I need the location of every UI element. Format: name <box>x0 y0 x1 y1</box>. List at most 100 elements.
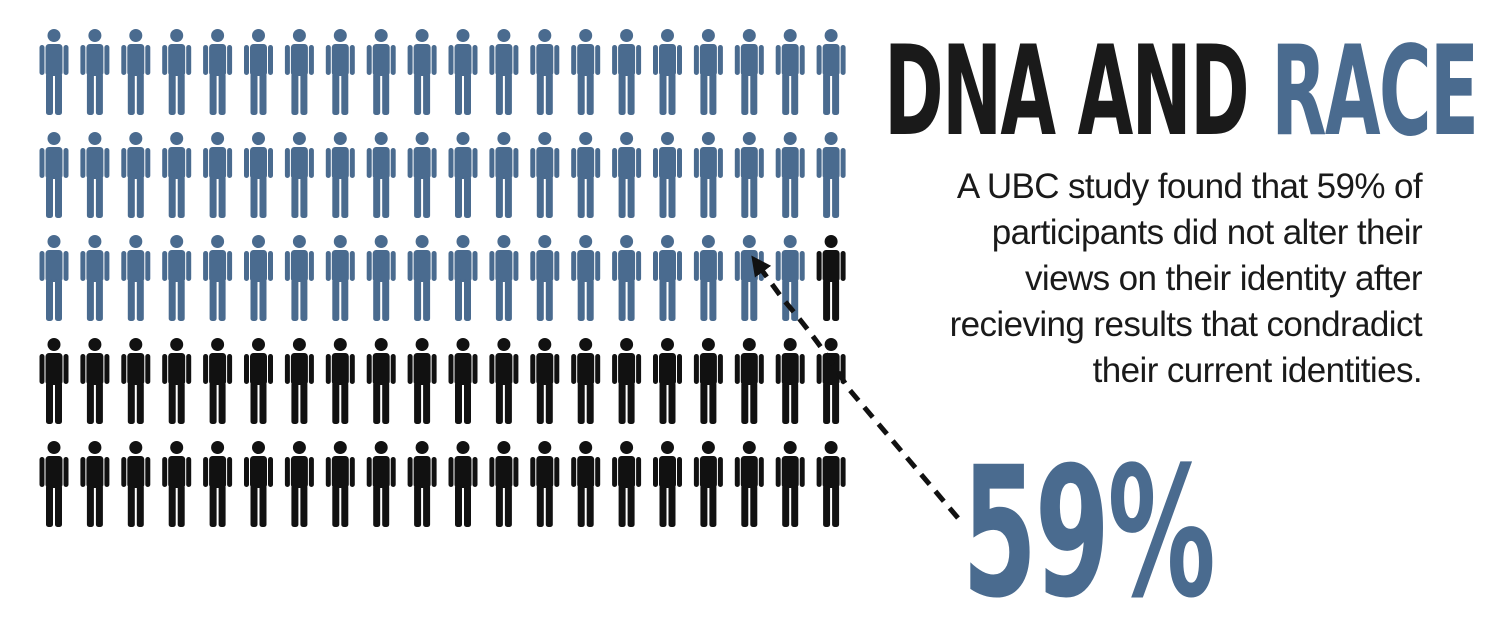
person-icon <box>489 235 519 321</box>
person-icon <box>693 441 723 527</box>
person-icon <box>80 235 110 321</box>
person-icon <box>530 235 560 321</box>
person-icon <box>734 441 764 527</box>
person-icon <box>489 338 519 424</box>
person-icon <box>244 132 273 218</box>
person-icon <box>407 441 437 527</box>
person-icon <box>366 338 396 424</box>
person-icon <box>80 338 110 424</box>
person-icon <box>80 441 110 527</box>
person-icon <box>325 235 355 321</box>
person-icon <box>448 441 478 527</box>
person-icon <box>530 132 560 218</box>
person-icon <box>244 338 273 424</box>
person-icon <box>653 29 682 115</box>
person-icon <box>571 338 601 424</box>
person-icon <box>407 29 437 115</box>
person-icon <box>489 29 519 115</box>
person-icon <box>530 29 560 115</box>
person-icon <box>162 132 192 218</box>
person-icon <box>121 338 151 424</box>
person-icon <box>734 29 764 115</box>
person-icon <box>816 441 846 527</box>
person-icon <box>448 338 478 424</box>
person-icon <box>407 338 437 424</box>
person-icon <box>489 441 519 527</box>
person-icon <box>816 235 846 321</box>
person-icon <box>530 441 560 527</box>
person-icon <box>448 29 478 115</box>
person-icon <box>203 441 233 527</box>
person-icon <box>121 132 151 218</box>
person-icon <box>775 338 805 424</box>
person-icon <box>571 132 601 218</box>
page-title: DNA AND RACE <box>884 30 1479 154</box>
person-icon <box>407 235 437 321</box>
person-icon <box>571 29 601 115</box>
person-icon <box>162 338 192 424</box>
person-icon <box>203 29 233 115</box>
person-icon <box>816 132 846 218</box>
person-icon <box>366 29 396 115</box>
person-icon <box>816 29 846 115</box>
person-icon <box>162 29 192 115</box>
person-icon <box>448 235 478 321</box>
person-icon <box>244 235 273 321</box>
person-icon <box>816 338 846 424</box>
person-icon <box>284 235 314 321</box>
person-icon <box>366 235 396 321</box>
person-icon <box>448 132 478 218</box>
annotation-arrow <box>751 255 960 520</box>
person-icon <box>612 235 642 321</box>
person-icon <box>39 235 69 321</box>
person-icon <box>39 132 69 218</box>
person-icon <box>80 29 110 115</box>
person-icon <box>284 29 314 115</box>
person-icon <box>489 132 519 218</box>
person-icon <box>734 235 764 321</box>
person-icon <box>121 235 151 321</box>
person-icon <box>121 441 151 527</box>
person-icon <box>325 132 355 218</box>
person-icon <box>530 338 560 424</box>
person-icon <box>775 132 805 218</box>
person-icon <box>39 441 69 527</box>
person-icon <box>366 441 396 527</box>
person-icon <box>775 29 805 115</box>
person-icon <box>612 132 642 218</box>
person-icon <box>693 235 723 321</box>
person-icon <box>734 338 764 424</box>
person-icon <box>366 132 396 218</box>
title-part-race: RACE <box>1271 20 1479 164</box>
person-icon <box>284 441 314 527</box>
person-icon <box>653 338 682 424</box>
person-icon <box>693 29 723 115</box>
big-percentage: 59% <box>962 429 1216 638</box>
person-icon <box>203 132 233 218</box>
person-icon <box>162 235 192 321</box>
person-icon <box>612 29 642 115</box>
person-icon <box>325 338 355 424</box>
person-icon <box>571 441 601 527</box>
person-icon <box>693 338 723 424</box>
person-icon <box>244 29 273 115</box>
person-icon <box>653 441 682 527</box>
person-icon <box>653 132 682 218</box>
person-icon <box>203 338 233 424</box>
person-icon <box>121 29 151 115</box>
person-icon <box>775 441 805 527</box>
person-icon <box>734 132 764 218</box>
person-icon <box>203 235 233 321</box>
people-icons <box>39 29 846 527</box>
title-part-dna-and: DNA AND <box>884 20 1272 164</box>
person-icon <box>325 29 355 115</box>
person-icon <box>39 29 69 115</box>
person-icon <box>653 235 682 321</box>
study-description: A UBC study found that 59% of participan… <box>949 167 1423 390</box>
person-icon <box>612 338 642 424</box>
person-icon <box>244 441 273 527</box>
person-icon <box>284 338 314 424</box>
person-icon <box>407 132 437 218</box>
person-icon <box>693 132 723 218</box>
